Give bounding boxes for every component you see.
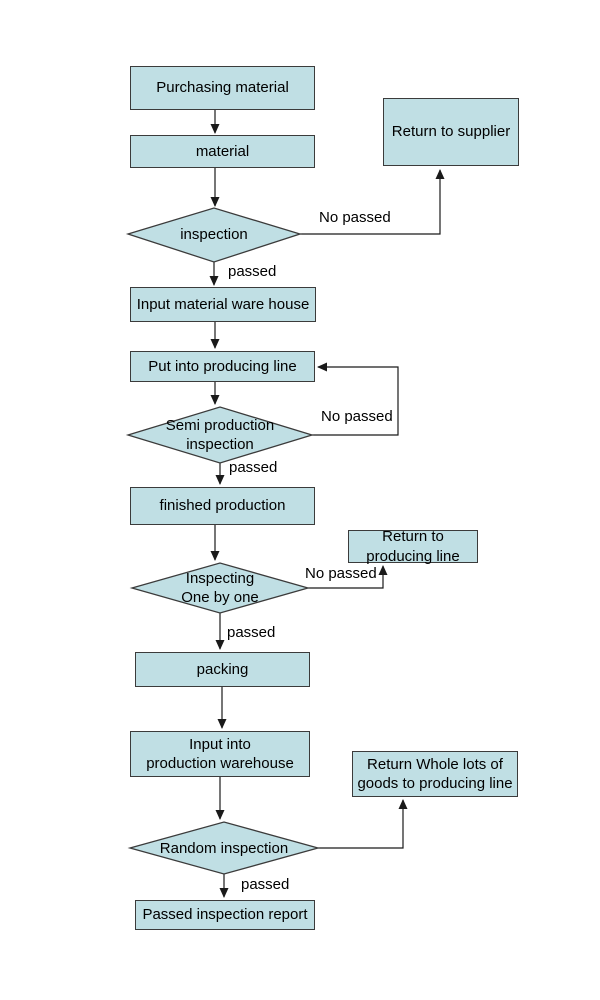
node-label: Put into producing line xyxy=(148,357,297,375)
arrow-semi-no-passed xyxy=(312,362,399,436)
inspection-diamond xyxy=(125,207,303,263)
node-purchasing-material: Purchasing material xyxy=(130,66,315,110)
node-put-into-producing-line: Put into producing line xyxy=(130,351,315,382)
random-inspection-diamond xyxy=(127,821,321,875)
one-by-one-diamond-label: Inspecting One by one xyxy=(181,569,259,607)
edge-label-no-passed-one-by-one: No passed xyxy=(305,565,377,582)
node-material: material xyxy=(130,135,315,168)
node-label: Return to producing line xyxy=(366,528,460,565)
edge-label-passed-random: passed xyxy=(241,876,290,893)
node-label: material xyxy=(195,142,250,160)
node-input-into-production-warehouse: Input into production warehouse xyxy=(130,731,310,777)
node-label: Return to supplier xyxy=(391,123,511,141)
edge-label-no-passed-inspection: No passed xyxy=(319,209,391,226)
arrow-inspection-no-passed xyxy=(300,169,445,235)
node-input-material-warehouse: Input material ware house xyxy=(130,287,316,322)
arrow-one-by-one-no-passed xyxy=(308,565,388,589)
node-return-whole-lots: Return Whole lots of goods to producing … xyxy=(352,751,518,797)
edge-label-passed-semi: passed xyxy=(229,459,278,476)
semi-production-inspection-diamond xyxy=(125,406,315,464)
edge-label-no-passed-semi: No passed xyxy=(321,408,393,425)
inspecting-one-by-one-diamond xyxy=(129,562,311,614)
semi-inspection-diamond-label: Semi production inspection xyxy=(165,416,275,454)
node-label: Input into production warehouse xyxy=(146,735,294,773)
node-passed-inspection-report: Passed inspection report xyxy=(135,900,315,930)
node-label: Return Whole lots of goods to producing … xyxy=(357,755,513,793)
node-label: Passed inspection report xyxy=(142,906,308,924)
arrow-random-no-passed xyxy=(318,799,408,849)
node-packing: packing xyxy=(135,652,310,687)
edge-label-passed-one-by-one: passed xyxy=(227,624,276,641)
node-label: Input material ware house xyxy=(136,295,310,313)
node-return-to-producing-line: Return to producing line xyxy=(348,528,478,565)
node-label: packing xyxy=(196,660,249,678)
node-label: finished production xyxy=(159,497,286,515)
node-return-to-supplier: Return to supplier xyxy=(383,98,519,166)
random-inspection-diamond-label: Random inspection xyxy=(159,840,289,858)
edge-label-passed-inspection: passed xyxy=(228,263,277,280)
node-finished-production: finished production xyxy=(130,487,315,525)
inspection-diamond-label: inspection xyxy=(180,226,248,244)
node-label: Purchasing material xyxy=(156,79,289,97)
